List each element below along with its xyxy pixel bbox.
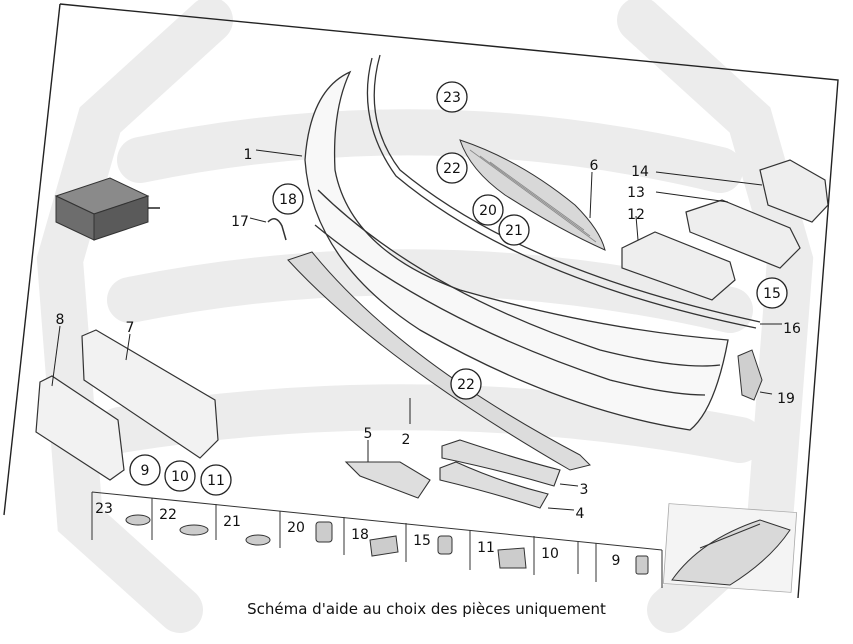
- callout-circle: [164, 460, 196, 492]
- circled-callout-number: 18: [279, 192, 297, 208]
- callout-number: 14: [631, 164, 649, 180]
- callout-number: 16: [783, 321, 801, 337]
- hardware-fasteners: [125, 514, 649, 575]
- callout-circle: [756, 277, 788, 309]
- callout-number: 12: [627, 207, 645, 223]
- leader-lines: [51, 149, 782, 511]
- side-marker-part: [737, 349, 763, 401]
- callout-number: 6: [590, 158, 599, 174]
- clip-part: [267, 218, 287, 241]
- circled-callout-number: 20: [479, 203, 497, 219]
- circled-callout-number: 23: [443, 90, 461, 106]
- bumper-cover: [304, 54, 761, 431]
- circled-callout-number: 22: [457, 377, 475, 393]
- callout-circle: [498, 214, 530, 246]
- car-thumbnail: [662, 503, 798, 593]
- hardware-strip-number: 18: [351, 527, 369, 543]
- hardware-strip-number: 11: [477, 540, 495, 556]
- callout-circle: [200, 464, 232, 496]
- callout-number: 19: [777, 391, 795, 407]
- callout-number: 8: [56, 312, 65, 328]
- callout-number: 1: [244, 147, 253, 163]
- diagram-caption: Schéma d'aide au choix des pièces unique…: [247, 600, 606, 618]
- trim-strips: [344, 439, 561, 509]
- callout-number: 4: [576, 506, 585, 522]
- hardware-strip-number: 21: [223, 514, 241, 530]
- spoiler-part: [287, 251, 591, 471]
- circled-callout-number: 9: [141, 463, 150, 479]
- hardware-strip-number: 15: [413, 533, 431, 549]
- grille-part: [459, 139, 606, 251]
- callout-circle: [436, 81, 468, 113]
- hardware-strip-number: 20: [287, 520, 305, 536]
- callout-number: 13: [627, 185, 645, 201]
- circled-callout-number: 21: [505, 223, 523, 239]
- circled-callout-number: 11: [207, 473, 225, 489]
- diagram-frame: [3, 3, 839, 599]
- callout-circle: [450, 368, 482, 400]
- box-part: [54, 177, 160, 241]
- circled-callout-number: 15: [763, 286, 781, 302]
- callout-circle: [272, 183, 304, 215]
- callout-number: 2: [402, 432, 411, 448]
- callout-number: 5: [364, 426, 373, 442]
- callout-number: 3: [580, 482, 589, 498]
- callout-circle: [436, 152, 468, 184]
- callout-circle: [472, 194, 504, 226]
- fog-light-housings: [621, 159, 829, 301]
- hardware-strip-number: 10: [541, 546, 559, 562]
- circled-callout-number: 22: [443, 161, 461, 177]
- circled-callout-number: 10: [171, 469, 189, 485]
- hardware-strip-number: 23: [95, 501, 113, 517]
- callout-circle: [129, 454, 161, 486]
- license-plate-holders: [35, 329, 219, 481]
- callout-number: 17: [231, 214, 249, 230]
- hardware-strip-number: 22: [159, 507, 177, 523]
- hardware-strip: [91, 491, 663, 588]
- callout-number: 7: [126, 320, 135, 336]
- hardware-strip-number: 9: [612, 553, 621, 569]
